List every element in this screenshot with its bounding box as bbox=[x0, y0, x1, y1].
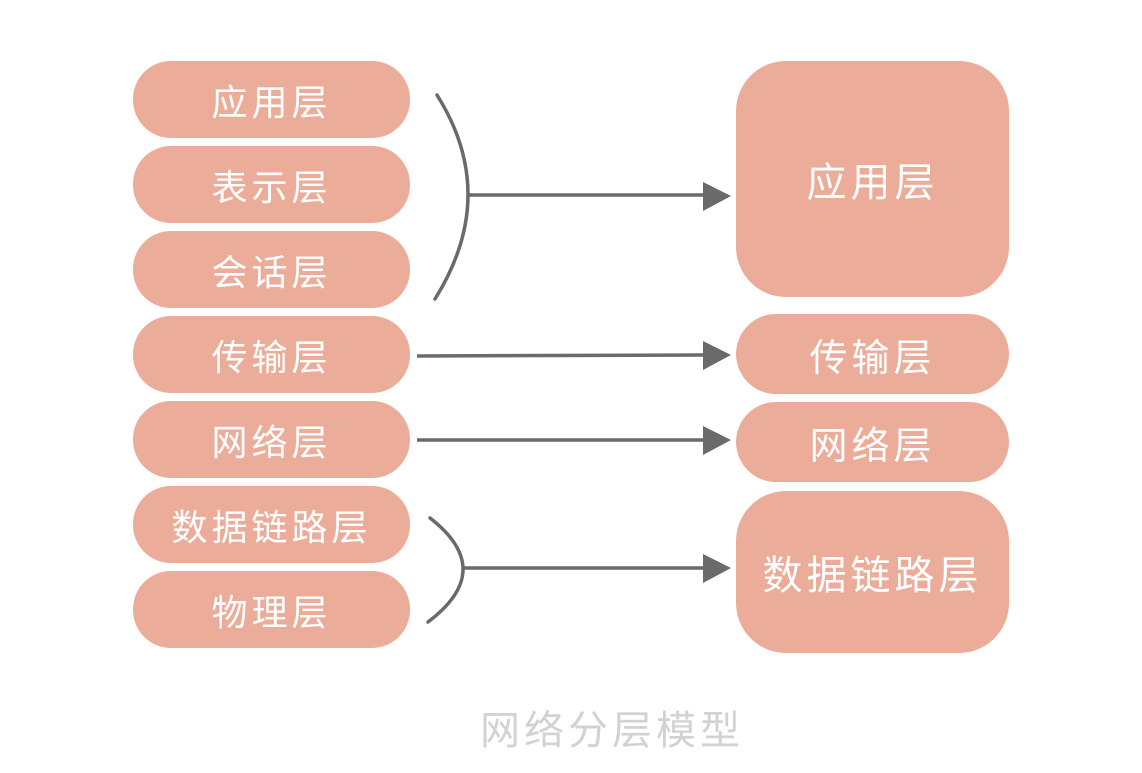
osi-box-transport: 传输层 bbox=[133, 316, 410, 393]
model-box-transport: 传输层 bbox=[736, 314, 1009, 394]
model-label-datalink: 数据链路层 bbox=[762, 553, 983, 599]
osi-label-application: 应用层 bbox=[211, 82, 332, 124]
osi-label-datalink: 数据链路层 bbox=[171, 507, 372, 549]
arrow-head-transport bbox=[703, 341, 731, 370]
model-box-network: 网络层 bbox=[736, 402, 1009, 482]
brace-bottom-group bbox=[426, 516, 465, 624]
arrow-head-datalink bbox=[703, 554, 731, 583]
brace-top-group bbox=[433, 93, 470, 301]
model-label-network: 网络层 bbox=[809, 423, 936, 468]
osi-box-datalink: 数据链路层 bbox=[133, 486, 410, 563]
osi-box-presentation: 表示层 bbox=[133, 146, 410, 223]
osi-box-physical: 物理层 bbox=[133, 571, 410, 648]
arrow-head-network bbox=[703, 426, 731, 455]
diagram-caption: 网络分层模型 bbox=[480, 708, 744, 754]
arrow-line-transport bbox=[416, 353, 707, 358]
osi-box-session: 会话层 bbox=[133, 231, 410, 308]
model-box-datalink: 数据链路层 bbox=[736, 491, 1009, 653]
osi-label-physical: 物理层 bbox=[211, 592, 332, 634]
osi-box-application: 应用层 bbox=[133, 61, 410, 138]
osi-label-transport: 传输层 bbox=[211, 337, 332, 379]
model-box-application: 应用层 bbox=[736, 61, 1009, 297]
osi-label-presentation: 表示层 bbox=[211, 167, 332, 209]
osi-label-session: 会话层 bbox=[211, 252, 332, 294]
osi-box-network: 网络层 bbox=[133, 401, 410, 478]
model-label-transport: 传输层 bbox=[809, 335, 936, 380]
model-label-application: 应用层 bbox=[806, 160, 939, 206]
arrow-head-application bbox=[703, 182, 731, 211]
osi-label-network: 网络层 bbox=[211, 422, 332, 464]
